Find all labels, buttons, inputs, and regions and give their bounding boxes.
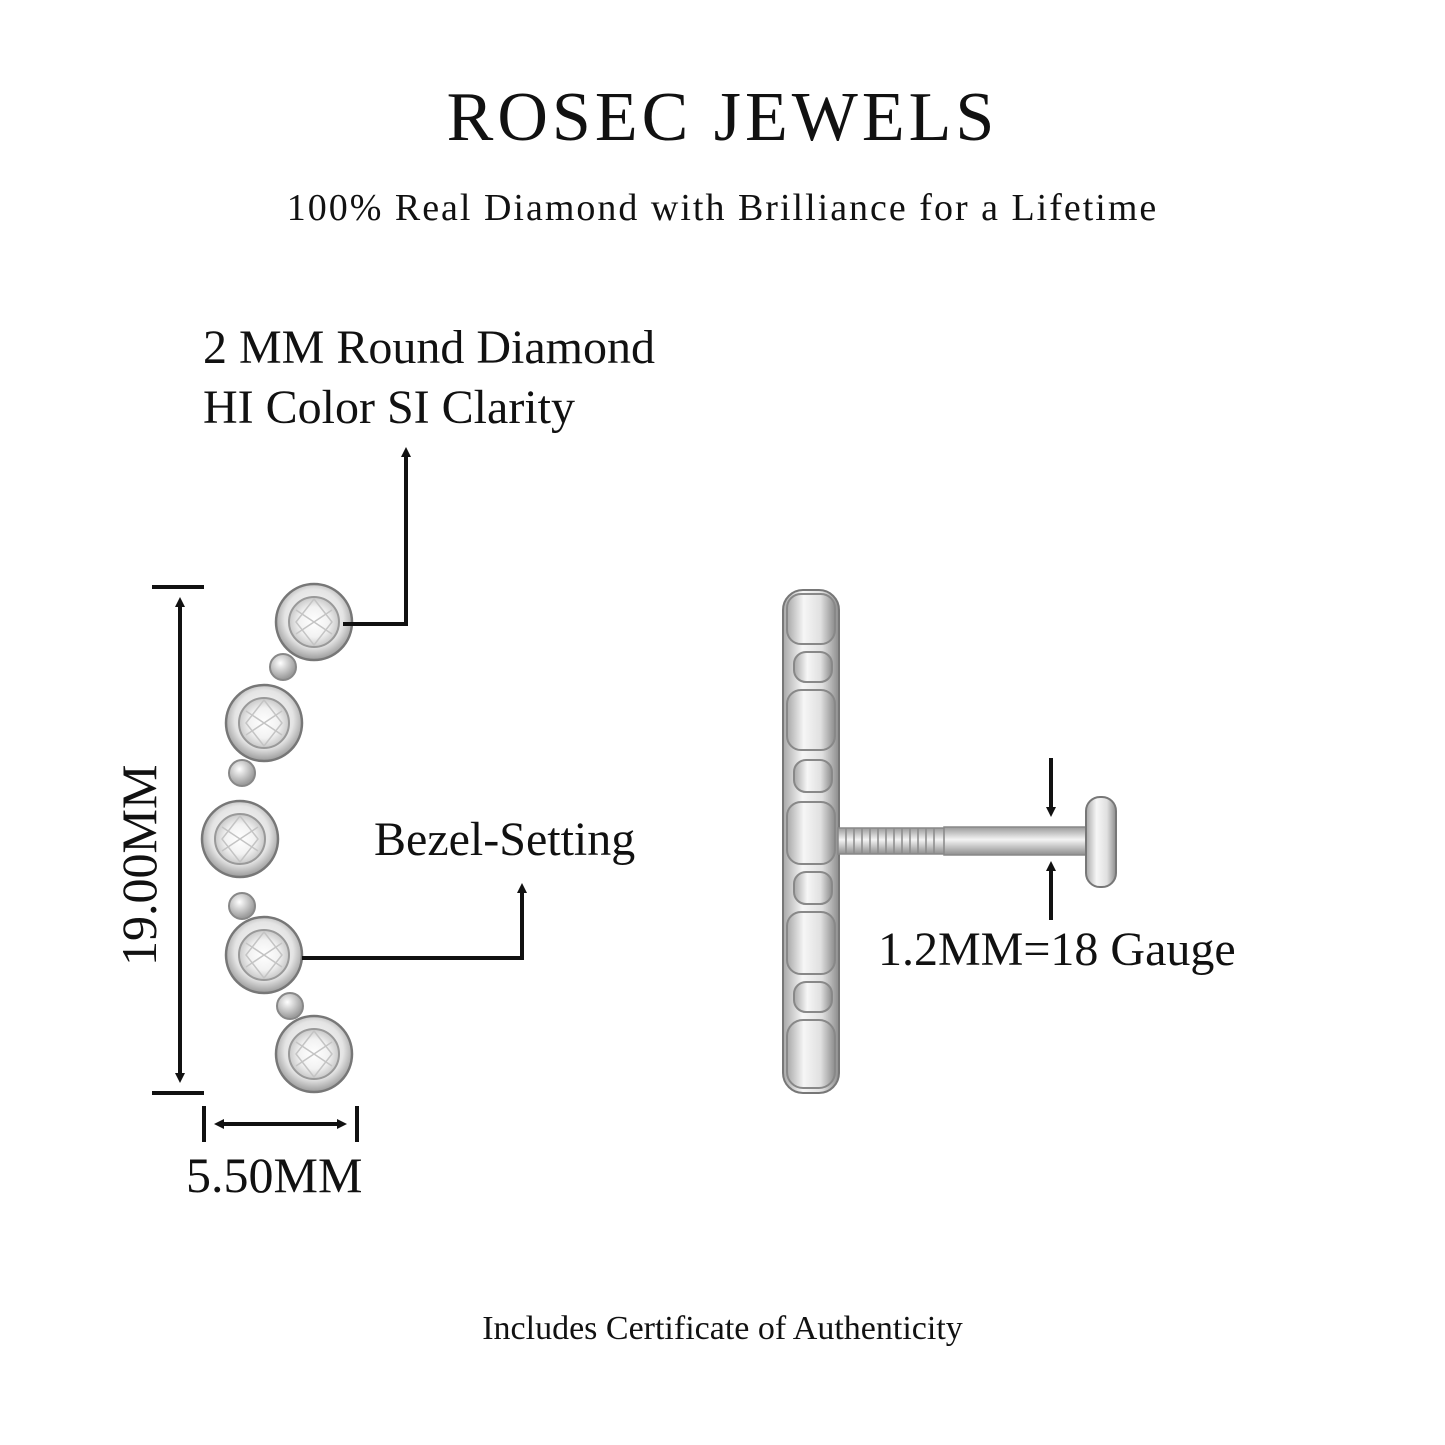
bezel-diamond: [224, 915, 304, 995]
diamond-spec-label: 2 MM Round Diamond HI Color SI Clarity: [203, 318, 655, 438]
earring-side-view: [782, 589, 1117, 1094]
setting-leader-line: [302, 883, 527, 960]
diamond-quality-text: HI Color SI Clarity: [203, 381, 575, 434]
height-dimension-arrow: [152, 585, 204, 1095]
tagline: 100% Real Diamond with Brilliance for a …: [286, 187, 1159, 229]
bezel-diamond: [224, 683, 304, 763]
connector-bead: [269, 653, 297, 681]
setting-label: Bezel-Setting: [374, 813, 636, 866]
diamond-leader-line: [343, 447, 411, 626]
gauge-label: 1.2MM=18 Gauge: [878, 923, 1236, 976]
earring-front-view: [200, 582, 354, 1094]
diamond-size-text: 2 MM Round Diamond: [203, 321, 656, 374]
width-dimension-label: 5.50MM: [186, 1147, 363, 1203]
bezel-diamond: [200, 799, 280, 879]
width-dimension-arrow: [202, 1106, 359, 1142]
bezel-diamond: [274, 582, 354, 662]
connector-bead: [228, 759, 256, 787]
connector-bead: [276, 992, 304, 1020]
bezel-diamond: [274, 1014, 354, 1094]
brand-title: ROSEC JEWELS: [446, 79, 999, 156]
connector-bead: [228, 892, 256, 920]
footer-note: Includes Certificate of Authenticity: [482, 1310, 963, 1347]
